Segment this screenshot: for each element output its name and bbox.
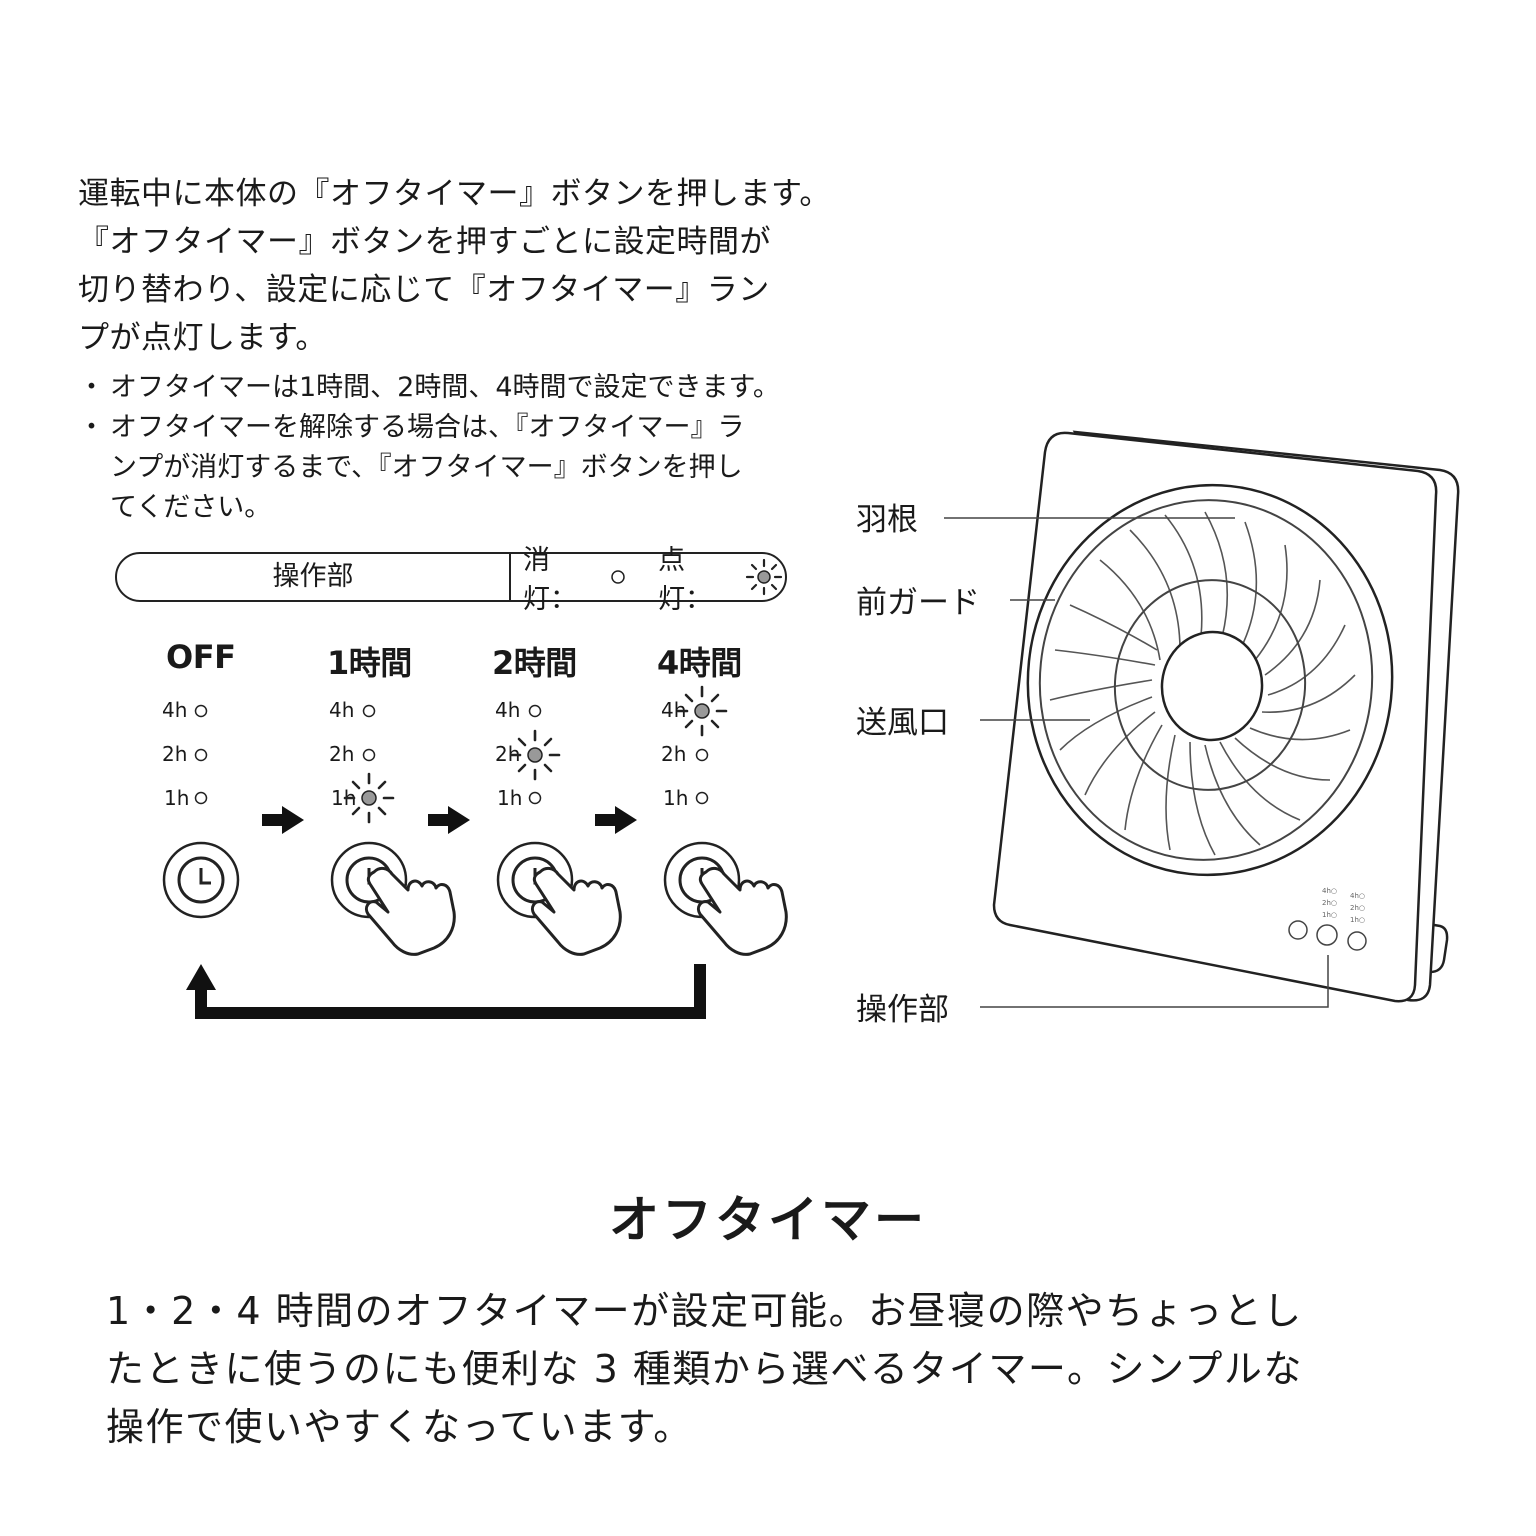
lamp-label: 2h xyxy=(661,742,687,766)
lamp-label: 1h xyxy=(663,786,689,810)
lamp-on-icon xyxy=(676,685,728,737)
lamp-label: 4h xyxy=(495,698,521,722)
note-line: オフタイマーは1時間、2時間、4時間で設定できます。 xyxy=(110,372,780,403)
lamp-off-icon xyxy=(362,748,376,762)
lamp-label: 1h xyxy=(497,786,523,810)
lamp-off-icon xyxy=(194,704,208,718)
section-title: オフタイマー xyxy=(609,1191,927,1249)
lamp-off-icon xyxy=(695,748,709,762)
fan-illustration: 4h○ 2h○ 1h○ 4h○ 2h○ 1h○ xyxy=(992,430,1460,1003)
lamp-label: 2h xyxy=(329,742,355,766)
lamp-off-icon xyxy=(194,748,208,762)
lamp-label: 4h xyxy=(329,698,355,722)
lamp-label: 1h xyxy=(164,786,190,810)
pointing-hand-icon xyxy=(364,866,456,956)
lamp-on-icon xyxy=(343,772,395,824)
description-line: 1・2・4 時間のオフタイマーが設定可能。お昼寝の際やちょっとし xyxy=(106,1289,1303,1333)
legend-on-label: 点灯： xyxy=(658,545,713,615)
intro-paragraph: 運転中に本体の『オフタイマー』ボタンを押します。 『オフタイマー』ボタンを押すご… xyxy=(78,170,848,362)
pointing-hand-icon xyxy=(696,866,788,956)
lamp-off-icon xyxy=(695,791,709,805)
svg-text:4h○: 4h○ xyxy=(1350,892,1365,900)
state-heading-1h: 1時間 xyxy=(327,644,412,682)
callout-lines xyxy=(944,517,1329,1008)
state-heading-2h: 2時間 xyxy=(492,644,577,682)
label-control: 操作部 xyxy=(856,992,949,1028)
lamp-off-icon xyxy=(362,704,376,718)
lamp-off-icon xyxy=(611,570,626,584)
note-line: ンプが消灯するまで、『オフタイマー』ボタンを押し xyxy=(110,452,743,483)
intro-line: プが点灯します。 xyxy=(78,320,327,356)
note-item: オフタイマーを解除する場合は、『オフタイマー』ラ ンプが消灯するまで、『オフタイ… xyxy=(78,408,846,528)
legend-key: 消灯： 点灯： xyxy=(511,538,785,616)
description-line: たときに使うのにも便利な 3 種類から選べるタイマー。シンプルな xyxy=(106,1347,1303,1391)
right-arrow-icon xyxy=(262,806,304,834)
label-outlet: 送風口 xyxy=(856,705,949,741)
right-arrow-icon xyxy=(428,806,470,834)
svg-text:2h○: 2h○ xyxy=(1350,904,1365,912)
intro-line: 運転中に本体の『オフタイマー』ボタンを押します。 xyxy=(78,176,831,212)
state-heading-4h: 4時間 xyxy=(657,644,742,682)
intro-line: 『オフタイマー』ボタンを押すごとに設定時間が xyxy=(78,224,771,260)
legend-off-label: 消灯： xyxy=(523,545,577,615)
lamp-on-icon xyxy=(509,729,561,781)
description-line: 操作で使いやすくなっています。 xyxy=(106,1405,693,1449)
legend-title: 操作部 xyxy=(117,554,511,600)
right-arrow-icon xyxy=(595,806,637,834)
notes-list: オフタイマーは1時間、2時間、4時間で設定できます。 オフタイマーを解除する場合… xyxy=(78,368,846,528)
note-line: オフタイマーを解除する場合は、『オフタイマー』ラ xyxy=(110,412,745,443)
description: 1・2・4 時間のオフタイマーが設定可能。お昼寝の際やちょっとし たときに使うの… xyxy=(106,1282,1446,1456)
lamp-off-icon xyxy=(528,704,542,718)
lamp-label: 2h xyxy=(162,742,188,766)
loop-back-arrow-icon xyxy=(186,964,706,1019)
svg-text:4h○: 4h○ xyxy=(1322,887,1337,895)
note-line: てください。 xyxy=(110,492,272,523)
lamp-off-icon xyxy=(528,791,542,805)
pointing-hand-icon xyxy=(530,866,622,956)
label-blade: 羽根 xyxy=(856,502,918,538)
note-item: オフタイマーは1時間、2時間、4時間で設定できます。 xyxy=(78,368,846,408)
control-legend: 操作部 消灯： 点灯： xyxy=(115,545,787,615)
intro-line: 切り替わり、設定に応じて『オフタイマー』ラン xyxy=(78,272,770,308)
svg-text:2h○: 2h○ xyxy=(1322,899,1337,907)
svg-text:1h○: 1h○ xyxy=(1350,916,1365,924)
timer-button-icon xyxy=(162,841,240,919)
lamp-off-icon xyxy=(194,791,208,805)
svg-text:1h○: 1h○ xyxy=(1322,911,1337,919)
state-heading-off: OFF xyxy=(166,638,236,676)
lamp-label: 4h xyxy=(162,698,188,722)
label-front-guard: 前ガード xyxy=(856,585,980,621)
lamp-on-icon xyxy=(746,558,783,596)
